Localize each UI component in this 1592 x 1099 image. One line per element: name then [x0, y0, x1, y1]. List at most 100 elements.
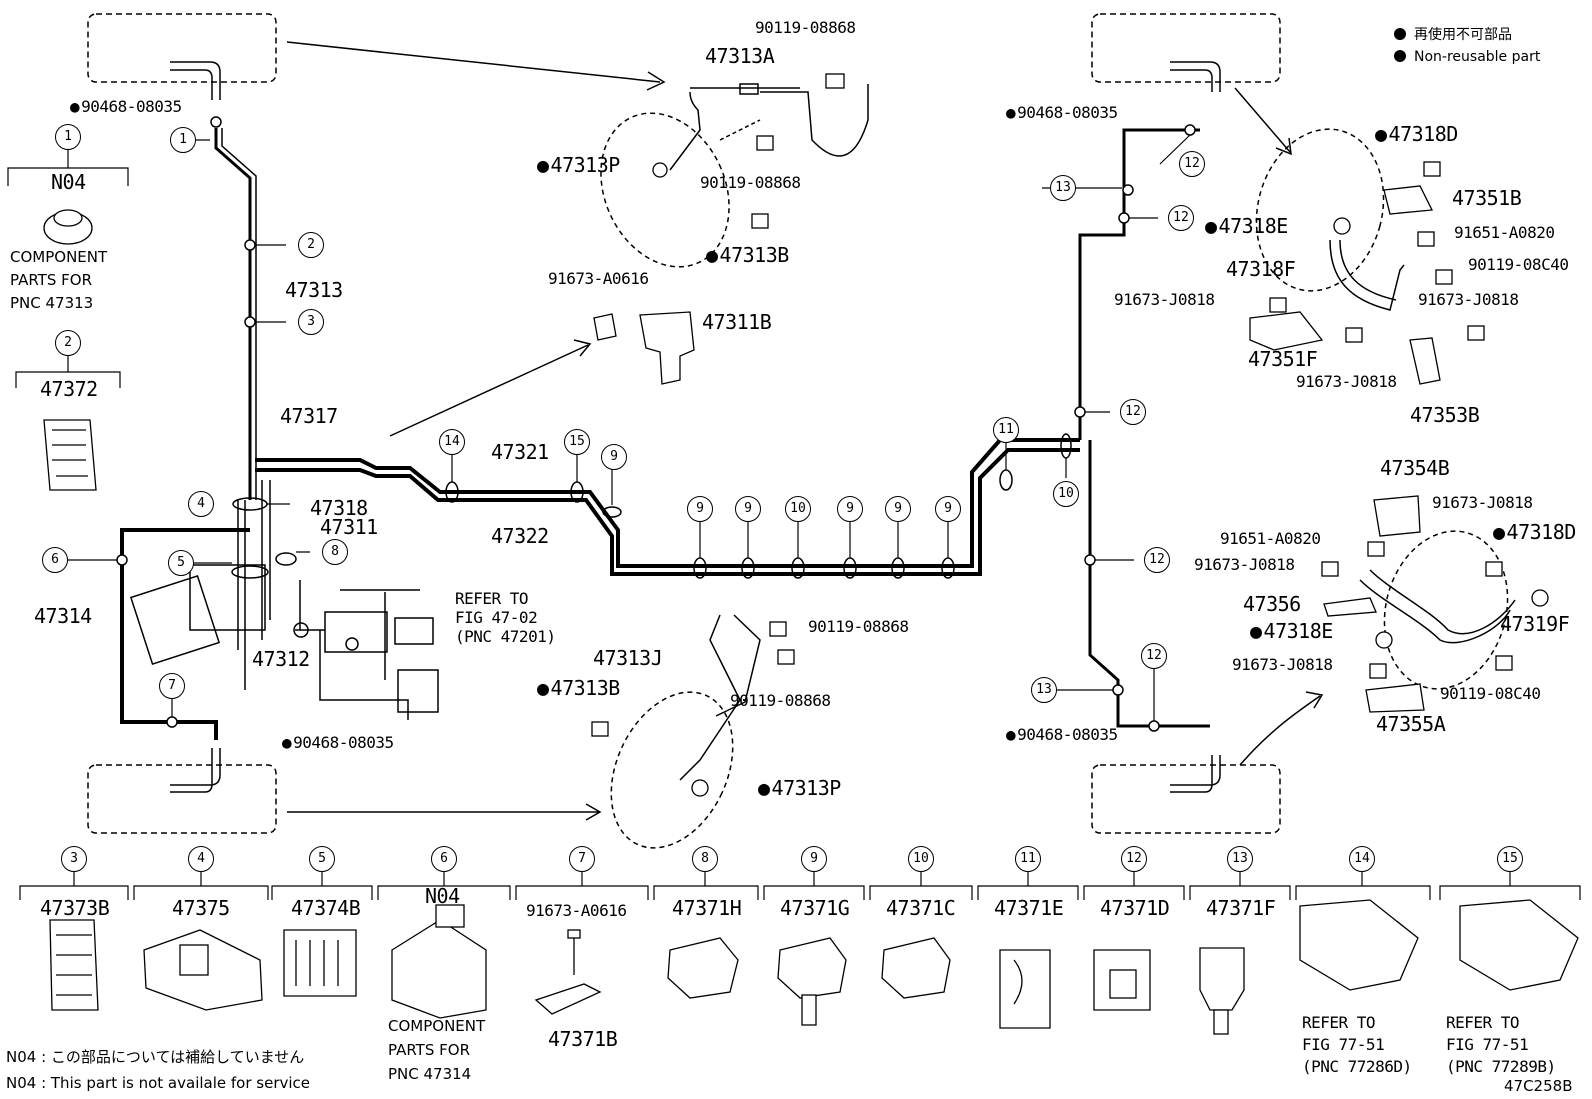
callout-9-main-c: 9 — [735, 496, 761, 522]
callout-3-main: 3 — [298, 309, 324, 335]
legend-en-text: Non-reusable part — [1414, 49, 1541, 65]
callout-4-parts: 4 — [188, 846, 214, 872]
label-47353B: 47353B — [1410, 403, 1480, 427]
callout-12-main-b: 12 — [1168, 205, 1194, 231]
callout-11-main: 11 — [993, 417, 1019, 443]
label-91673-J0818-a: 91673-J0818 — [1114, 290, 1215, 309]
callout-7-main: 7 — [159, 673, 185, 699]
part-14-reference: REFER TO FIG 77-51 (PNC 77286D) — [1302, 1013, 1412, 1076]
label-91673-J0818-f: 91673-J0818 — [1232, 655, 1333, 674]
part-5-code: 47374B — [291, 896, 361, 920]
callout-9-main-b: 9 — [687, 496, 713, 522]
part-3-code: 47373B — [40, 896, 110, 920]
part-9-code: 47371G — [780, 896, 850, 920]
part-7-code-2: 47371B — [548, 1027, 618, 1051]
label-90119-08868-d: 90119-08868 — [730, 691, 831, 710]
label-91673-J0818-b: 91673-J0818 — [1418, 290, 1519, 309]
callout-10-main-b: 10 — [1053, 481, 1079, 507]
label-47318E-top: 47318E — [1205, 215, 1289, 237]
label-47351F: 47351F — [1248, 347, 1318, 371]
label-47318F: 47318F — [1226, 257, 1296, 281]
part-10-code: 47371C — [886, 896, 956, 920]
callout-12-main-d: 12 — [1144, 547, 1170, 573]
label-47314: 47314 — [34, 604, 92, 628]
callout-8-parts: 8 — [692, 846, 718, 872]
part-2-code: 47372 — [40, 377, 98, 401]
callout-7-parts: 7 — [569, 846, 595, 872]
callout-1-main: 1 — [170, 127, 196, 153]
callout-9-main-a: 9 — [601, 444, 627, 470]
callout-3-parts: 3 — [61, 846, 87, 872]
callout-2-parts: 2 — [55, 330, 81, 356]
label-90119-08868-b: 90119-08868 — [700, 173, 801, 192]
part-8-code: 47371H — [672, 896, 742, 920]
part-7-code: 91673-A0616 — [526, 901, 627, 920]
footnote-n04-en: N04 : This part is not availale for serv… — [6, 1074, 311, 1092]
label-90119-08C40-b: 90119-08C40 — [1440, 684, 1541, 703]
label-47311: 47311 — [320, 515, 378, 539]
non-reusable-bullet-icon — [1394, 28, 1406, 40]
callout-13-main-a: 13 — [1050, 175, 1076, 201]
part-13-code: 47371F — [1206, 896, 1276, 920]
label-47312: 47312 — [252, 647, 310, 671]
wheel-box-front-right — [1091, 13, 1281, 83]
label-47322: 47322 — [491, 524, 549, 548]
label-90468-08035-bottom-left: 90468-08035 — [282, 734, 394, 752]
callout-9-main-e: 9 — [885, 496, 911, 522]
callout-8-main: 8 — [322, 539, 348, 565]
label-47318E-bottom: 47318E — [1250, 620, 1334, 642]
callout-13-parts: 13 — [1227, 846, 1253, 872]
label-47318: 47318 — [310, 496, 368, 520]
part-4-code: 47375 — [172, 896, 230, 920]
callout-10-main-a: 10 — [785, 496, 811, 522]
callout-5-parts: 5 — [309, 846, 335, 872]
label-90468-08035-top-right: 90468-08035 — [1006, 104, 1118, 122]
label-90119-08C40-a: 90119-08C40 — [1468, 255, 1569, 274]
callout-12-parts: 12 — [1121, 846, 1147, 872]
callout-2-main: 2 — [298, 232, 324, 258]
footnote-n04-ja: N04 : この部品については補給していません — [6, 1048, 305, 1066]
label-47351B: 47351B — [1452, 186, 1522, 210]
part-15-reference: REFER TO FIG 77-51 (PNC 77289B) — [1446, 1013, 1556, 1076]
wheel-box-rear-right — [1091, 764, 1281, 834]
legend: 再使用不可部品 Non-reusable part — [1394, 24, 1540, 68]
wheel-box-rear-left — [87, 764, 277, 834]
callout-15-main: 15 — [564, 429, 590, 455]
label-91651-A0820-a: 91651-A0820 — [1454, 223, 1555, 242]
callout-5-main: 5 — [168, 550, 194, 576]
label-90468-08035-top-left: 90468-08035 — [70, 98, 182, 116]
part-11-code: 47371E — [994, 896, 1064, 920]
label-47311B: 47311B — [702, 310, 772, 334]
label-91673-J0818-c: 91673-J0818 — [1296, 372, 1397, 391]
part-12-code: 47371D — [1100, 896, 1170, 920]
label-47318D-top: 47318D — [1375, 123, 1459, 145]
label-47313P-bottom: 47313P — [758, 777, 842, 799]
callout-14-parts: 14 — [1349, 846, 1375, 872]
label-47354B: 47354B — [1380, 456, 1450, 480]
callout-4-main: 4 — [188, 491, 214, 517]
callout-13-main-b: 13 — [1031, 677, 1057, 703]
callout-12-main-a: 12 — [1179, 151, 1205, 177]
label-90119-08868-c: 90119-08868 — [808, 617, 909, 636]
label-91673-A0616: 91673-A0616 — [548, 269, 649, 288]
label-90119-08868-a: 90119-08868 — [755, 18, 856, 37]
callout-6-main: 6 — [42, 547, 68, 573]
callout-10-parts: 10 — [908, 846, 934, 872]
non-reusable-bullet-icon — [1394, 50, 1406, 62]
legend-row-en: Non-reusable part — [1394, 46, 1540, 68]
callout-6-parts: 6 — [431, 846, 457, 872]
label-47317: 47317 — [280, 404, 338, 428]
label-90468-08035-bottom-right: 90468-08035 — [1006, 726, 1118, 744]
label-47319F: 47319F — [1500, 612, 1570, 636]
callout-9-parts: 9 — [801, 846, 827, 872]
label-47313A: 47313A — [705, 44, 775, 68]
callout-12-main-c: 12 — [1120, 399, 1146, 425]
label-47313B-bottom: 47313B — [537, 677, 621, 699]
refer-fig-47-02: REFER TO FIG 47-02 (PNC 47201) — [455, 589, 556, 646]
label-47313: 47313 — [285, 278, 343, 302]
callout-14-main: 14 — [439, 429, 465, 455]
callout-9-main-d: 9 — [837, 496, 863, 522]
wheel-box-front-left — [87, 13, 277, 83]
label-47313J: 47313J — [593, 646, 663, 670]
